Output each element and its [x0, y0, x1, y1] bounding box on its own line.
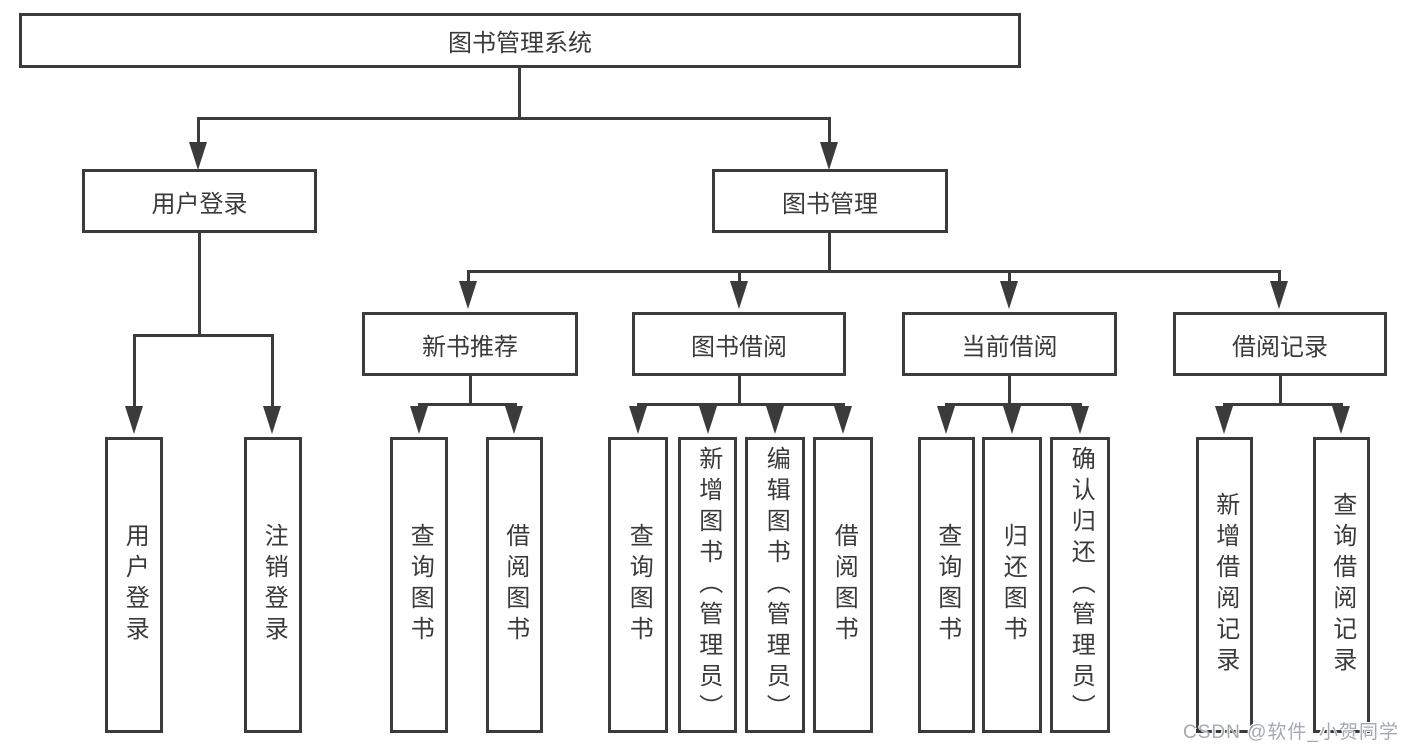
connector-user-login-rail — [133, 334, 274, 337]
leaf-borrow-books-1: 借阅图书 — [486, 437, 543, 733]
arrowhead-book-borrowing — [730, 281, 748, 309]
connector-new-book-stem — [469, 376, 472, 405]
arrowhead-borrow-books-1 — [505, 406, 523, 434]
connector-user-login-stem — [198, 233, 201, 336]
node-book-borrowing: 图书借阅 — [632, 312, 846, 376]
connector-book-management-stem — [828, 233, 831, 273]
leaf-return-books: 归还图书 — [982, 437, 1042, 733]
connector-borrow-records-rail — [1223, 403, 1343, 406]
watermark-text: CSDN @软件_小贺同学 — [1183, 722, 1399, 743]
connector-book-borrowing-rail — [637, 403, 845, 406]
arrowhead-current-borrowing — [1000, 281, 1018, 309]
arrowhead-borrow-records — [1270, 281, 1288, 309]
node-borrow-records: 借阅记录 — [1173, 312, 1387, 376]
arrowhead-borrow-books-2 — [834, 406, 852, 434]
connector-drop-current-borrowing — [1008, 270, 1011, 283]
connector-borrow-records-stem — [1279, 376, 1282, 405]
arrowhead-query-books-3 — [937, 406, 955, 434]
node-user-login: 用户登录 — [82, 169, 317, 233]
node-new-book-recommendation: 新书推荐 — [362, 312, 578, 376]
arrowhead-leaf-user-login — [125, 406, 143, 434]
leaf-add-borrow-record: 新增借阅记录 — [1196, 437, 1253, 733]
leaf-query-books-2: 查询图书 — [608, 437, 668, 733]
node-book-management: 图书管理 — [712, 169, 948, 233]
connector-drop-user-login — [197, 117, 200, 145]
connector-current-borrowing-rail — [945, 403, 1082, 406]
arrowhead-leaf-logout — [263, 406, 281, 434]
arrowhead-book-management — [820, 142, 838, 170]
connector-drop-leaf-logout — [271, 334, 274, 408]
arrowhead-user-login — [189, 142, 207, 170]
leaf-user-login: 用户登录 — [105, 437, 163, 733]
node-current-borrowing: 当前借阅 — [902, 312, 1117, 376]
leaf-query-borrow-record: 查询借阅记录 — [1313, 437, 1370, 733]
connector-new-book-rail — [418, 403, 517, 406]
arrowhead-query-borrow-record — [1332, 406, 1350, 434]
connector-drop-new-book — [467, 270, 470, 283]
arrowhead-return-books — [1003, 406, 1021, 434]
arrowhead-confirm-return-admin — [1071, 406, 1089, 434]
leaf-logout: 注销登录 — [244, 437, 302, 733]
connector-level1-rail — [197, 117, 831, 120]
connector-drop-book-borrowing — [738, 270, 741, 283]
connector-drop-leaf-user-login — [133, 334, 136, 408]
arrowhead-new-book — [459, 281, 477, 309]
arrowhead-query-books-2 — [629, 406, 647, 434]
connector-book-borrowing-stem — [738, 376, 741, 405]
arrowhead-add-book-admin — [699, 406, 717, 434]
leaf-edit-book-admin: 编辑图书（管理员） — [745, 437, 805, 733]
connector-level3-rail — [467, 270, 1280, 273]
leaf-borrow-books-2: 借阅图书 — [813, 437, 873, 733]
arrowhead-add-borrow-record — [1215, 406, 1233, 434]
arrowhead-edit-book-admin — [766, 406, 784, 434]
connector-drop-borrow-records — [1278, 270, 1281, 283]
arrowhead-query-books-1 — [410, 406, 428, 434]
connector-root-stem — [518, 68, 521, 119]
connector-current-borrowing-stem — [1008, 376, 1011, 405]
leaf-confirm-return-admin: 确认归还（管理员） — [1050, 437, 1110, 733]
leaf-add-book-admin: 新增图书（管理员） — [678, 437, 737, 733]
leaf-query-books-3: 查询图书 — [918, 437, 975, 733]
leaf-query-books-1: 查询图书 — [390, 437, 448, 733]
node-library-management-system: 图书管理系统 — [19, 13, 1021, 68]
connector-drop-book-management — [828, 117, 831, 145]
